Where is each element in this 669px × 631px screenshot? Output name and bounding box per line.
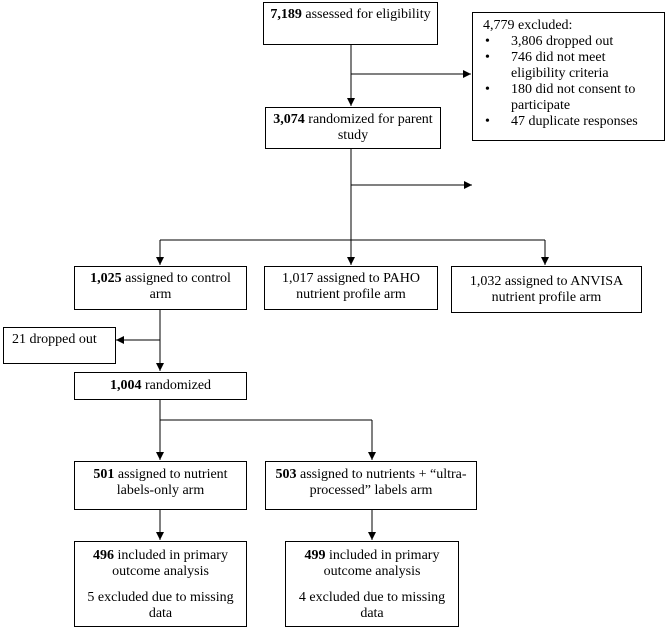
labels-only-count: 501 [93,467,115,482]
analysis-left-excluded: 5 excluded due to missing data [87,590,234,621]
analysis-left-box: 496 included in primary outcome analysis… [74,541,247,627]
assessed-text: assessed for eligibility [301,7,431,22]
anvisa-arm-text: 1,032 assigned to ANVISA nutrient profil… [469,274,624,305]
ultra-count: 503 [275,467,297,482]
labels-only-text: assigned to nutrient labels-only arm [114,467,228,498]
paho-arm-text: 1,017 assigned to PAHO nutrient profile … [282,271,420,302]
randomized-parent-count: 3,074 [273,112,305,127]
excluded-heading: 4,779 excluded: [483,18,573,33]
control-arm-count: 1,025 [90,271,122,286]
analysis-left-included: 496 included in primary outcome analysis [79,548,242,580]
randomized-parent-text: randomized for parent study [304,112,433,143]
analysis-right-included: 499 included in primary outcome analysis [290,548,454,580]
control-arm-text: assigned to control arm [121,271,231,302]
analysis-right-box: 499 included in primary outcome analysis… [285,541,459,627]
excluded-item: 47 duplicate responses [483,114,656,130]
excluded-item: 180 did not consent to participate [483,82,656,114]
control-arm-box: 1,025 assigned to control arm [74,266,247,310]
randomized-sub-count: 1,004 [109,378,142,393]
anvisa-arm-box: 1,032 assigned to ANVISA nutrient profil… [451,266,642,313]
analysis-left-count: 496 [93,548,115,563]
randomized-parent-box: 3,074 randomized for parent study [265,107,441,149]
dropped-box: 21 dropped out [3,327,116,364]
ultra-processed-arm-box: 503 assigned to nutrients + “ultra-proce… [265,461,477,510]
randomized-sub-text: randomized [141,378,212,393]
analysis-right-text: included in primary outcome analysis [323,548,440,579]
dropped-text: 21 dropped out [12,332,97,347]
analysis-right-excluded: 4 excluded due to missing data [298,590,446,621]
assessed-box: 7,189 assessed for eligibility [263,2,438,45]
analysis-left-text: included in primary outcome analysis [112,548,228,579]
assessed-count: 7,189 [270,7,302,22]
excluded-item: 3,806 dropped out [483,34,656,50]
labels-only-arm-box: 501 assigned to nutrient labels-only arm [74,461,247,510]
paho-arm-box: 1,017 assigned to PAHO nutrient profile … [264,266,438,310]
randomized-sub-box: 1,004 randomized [74,372,247,400]
excluded-box: 4,779 excluded: 3,806 dropped out 746 di… [472,12,665,141]
excluded-list: 3,806 dropped out 746 did not meet eligi… [483,34,656,130]
ultra-text: assigned to nutrients + “ultra-processed… [296,467,467,498]
analysis-right-count: 499 [304,548,326,563]
excluded-item: 746 did not meet eligibility criteria [483,50,656,82]
